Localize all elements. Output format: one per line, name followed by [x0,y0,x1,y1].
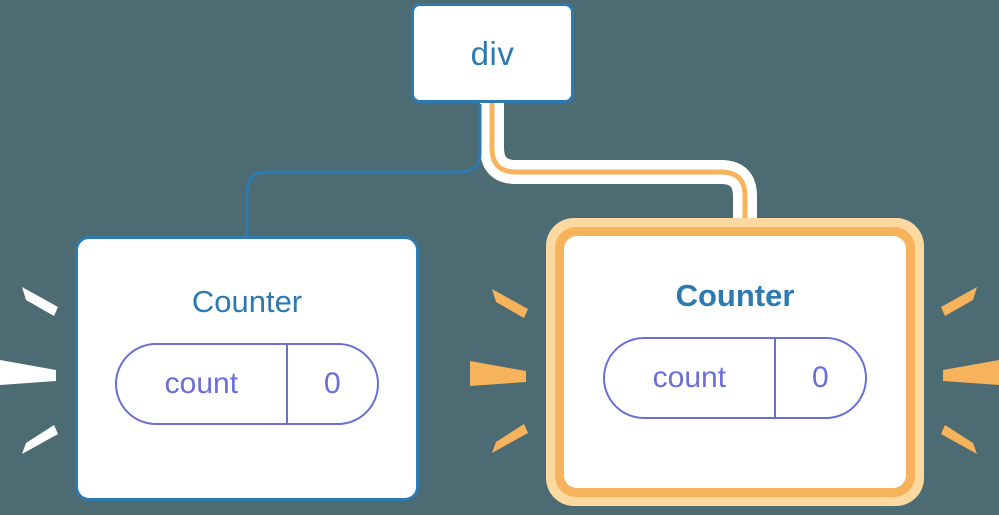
state-pill-counter-left: count 0 [115,343,379,425]
node-div[interactable]: div [411,3,574,103]
state-key-count: count [652,361,727,394]
node-div-label: div [470,34,515,72]
edge-div-to-counter-left [245,104,482,240]
state-value-count: 0 [285,345,377,423]
state-value-count: 0 [773,339,865,417]
highlight-glow-counter-right: Counter count 0 [546,218,924,506]
node-counter-left-label: Counter [191,284,303,319]
state-key-count: count [164,367,239,400]
edge-div-to-counter-right-halo [480,100,757,232]
node-counter-right[interactable]: Counter count 0 [564,236,906,488]
node-counter-left[interactable]: Counter count 0 [75,236,419,501]
highlight-ring-counter-right: Counter count 0 [555,227,915,497]
edge-div-to-counter-right [489,100,748,234]
state-pill-counter-right: count 0 [603,337,867,419]
node-counter-right-label: Counter [675,278,795,313]
